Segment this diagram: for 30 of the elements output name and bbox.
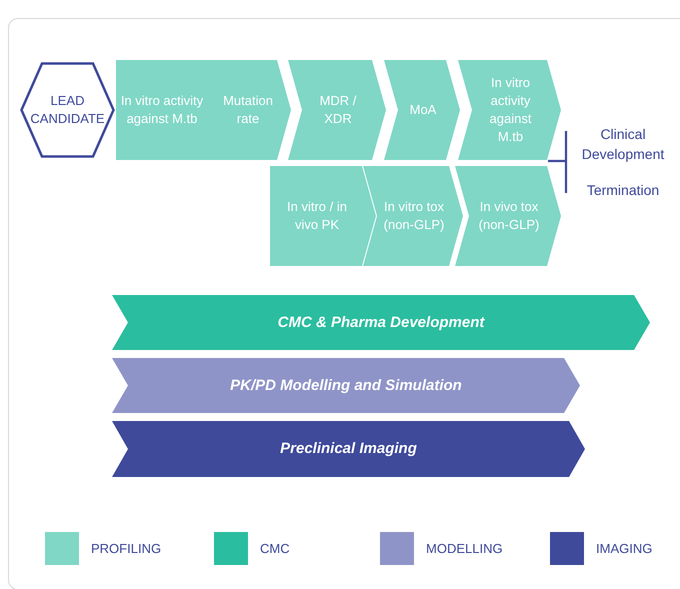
step-label: LEAD CANDIDATE bbox=[29, 92, 106, 128]
outcome-label: Termination bbox=[586, 181, 660, 200]
process-step bbox=[116, 60, 220, 160]
step-label: In vitro tox (non-GLP) bbox=[382, 198, 446, 234]
process-step bbox=[270, 166, 376, 266]
legend-label: IMAGING bbox=[596, 541, 652, 557]
legend-label: CMC bbox=[260, 541, 290, 557]
step-label: In vivo tox (non-GLP) bbox=[478, 198, 540, 234]
step-label: MDR / XDR bbox=[318, 92, 358, 128]
step-label: Mutation rate bbox=[222, 92, 274, 128]
step-label: MoA bbox=[408, 101, 438, 119]
workstream-band bbox=[112, 421, 585, 477]
outcome-label: Clinical Development bbox=[580, 125, 666, 164]
workstream-band bbox=[112, 295, 650, 350]
process-step bbox=[288, 60, 386, 160]
legend-label: MODELLING bbox=[426, 541, 503, 557]
step-label: In vitro activity against M.tb bbox=[488, 74, 532, 146]
process-step bbox=[384, 60, 460, 160]
process-step bbox=[458, 60, 561, 160]
legend-label: PROFILING bbox=[91, 541, 162, 557]
band-title: Preclinical Imaging bbox=[279, 440, 418, 458]
band-title: CMC & Pharma Development bbox=[276, 314, 486, 332]
step-label: In vitro / in vivo PK bbox=[286, 198, 348, 234]
process-step bbox=[455, 166, 561, 266]
start-hexagon bbox=[20, 62, 115, 158]
process-step bbox=[203, 60, 291, 160]
process-step bbox=[363, 166, 463, 266]
step-label: In vitro activity against M.tb bbox=[120, 92, 204, 128]
workstream-band bbox=[112, 358, 580, 413]
band-title: PK/PD Modelling and Simulation bbox=[229, 376, 463, 394]
